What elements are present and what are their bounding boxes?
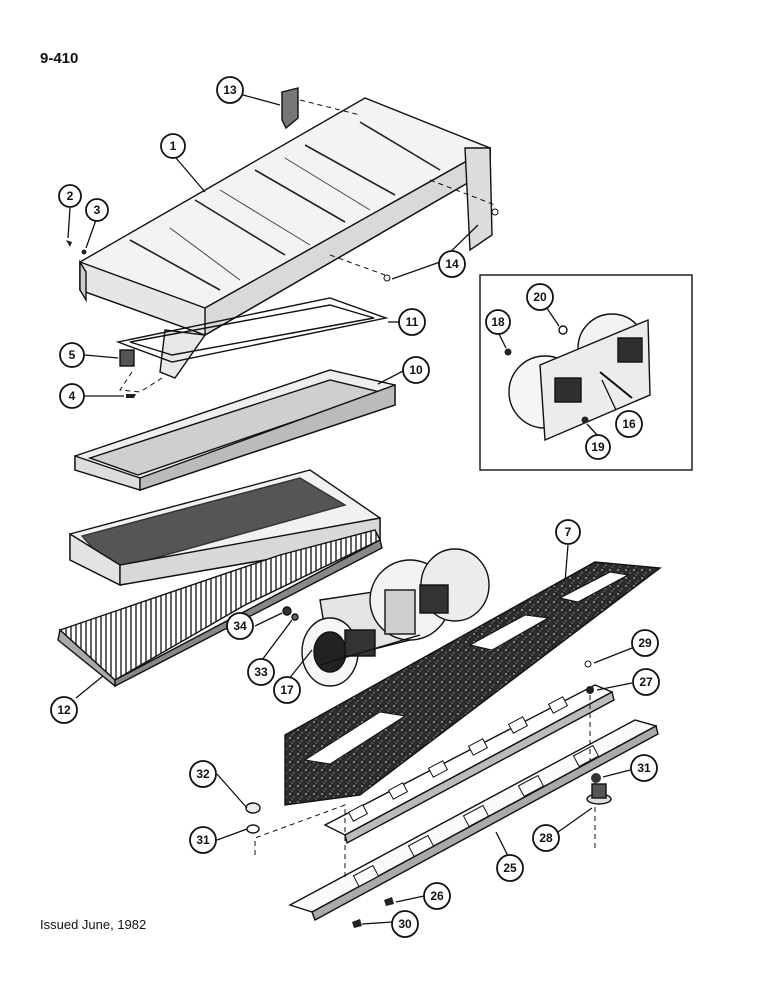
callout-3: 3 <box>85 198 109 222</box>
svg-text:30: 30 <box>398 917 412 931</box>
vent-rail-part-27 <box>323 684 615 845</box>
svg-text:13: 13 <box>223 83 237 97</box>
callout-18: 18 <box>485 309 511 335</box>
callout-30: 30 <box>391 910 419 938</box>
svg-text:11: 11 <box>406 315 419 329</box>
issue-date-note: Issued June, 1982 <box>40 917 147 932</box>
callout-29: 29 <box>631 629 659 657</box>
callout-27: 27 <box>632 668 660 696</box>
svg-text:25: 25 <box>503 861 517 875</box>
washer-part-29 <box>584 660 592 668</box>
washer-part-19 <box>581 416 589 424</box>
svg-text:33: 33 <box>254 665 268 679</box>
callout-25: 25 <box>496 854 524 882</box>
callout-12: 12 <box>50 696 78 724</box>
screw-part-4 <box>126 394 136 398</box>
nut-part-27 <box>586 686 594 694</box>
svg-text:34: 34 <box>233 619 247 633</box>
svg-text:16: 16 <box>622 417 636 431</box>
svg-text:29: 29 <box>638 636 652 650</box>
svg-text:32: 32 <box>196 767 210 781</box>
svg-text:27: 27 <box>639 675 653 689</box>
panel-part-7 <box>284 561 662 806</box>
callout-26: 26 <box>423 882 451 910</box>
nut-part-31-upper <box>591 773 601 783</box>
screw-part-26 <box>384 897 394 906</box>
grille-part-12 <box>57 529 383 688</box>
gasket-frame-part-11 <box>115 297 389 363</box>
callout-20: 20 <box>526 283 554 311</box>
svg-text:14: 14 <box>445 257 459 271</box>
blower-assembly-part-17 <box>301 548 490 687</box>
callout-7: 7 <box>555 519 581 545</box>
callout-32: 32 <box>189 760 217 788</box>
callout-34: 34 <box>226 612 254 640</box>
callout-28: 28 <box>532 824 560 852</box>
callout-1: 1 <box>160 133 186 159</box>
svg-text:12: 12 <box>57 703 71 717</box>
nut-part-18 <box>504 348 512 356</box>
svg-text:10: 10 <box>409 363 423 377</box>
svg-text:26: 26 <box>430 889 444 903</box>
callout-16: 16 <box>615 410 643 438</box>
screw-part-30 <box>352 919 362 928</box>
washer-part-31-lower <box>246 824 260 834</box>
bracket-part-13 <box>281 87 299 130</box>
svg-text:1: 1 <box>170 139 177 153</box>
svg-text:31: 31 <box>637 761 651 775</box>
callout-14: 14 <box>438 250 466 278</box>
svg-text:4: 4 <box>69 389 76 403</box>
callout-10: 10 <box>402 356 430 384</box>
louver-plate-part-25 <box>288 719 659 921</box>
filter-part-10 <box>74 369 396 491</box>
svg-text:28: 28 <box>539 831 553 845</box>
nut-part-20 <box>558 325 568 335</box>
housing-cover-part <box>79 97 493 379</box>
washer-part-3 <box>81 249 87 255</box>
svg-text:18: 18 <box>491 315 505 329</box>
svg-text:5: 5 <box>69 348 76 362</box>
svg-text:3: 3 <box>94 203 101 217</box>
nut-part-32 <box>245 802 261 814</box>
callout-2: 2 <box>58 184 82 208</box>
svg-text:7: 7 <box>565 525 572 539</box>
inset-blower-part-16 <box>508 313 651 442</box>
clip-part-5 <box>119 349 135 367</box>
callout-11: 11 <box>398 308 426 336</box>
svg-text:20: 20 <box>533 290 547 304</box>
callout-17: 17 <box>273 676 301 704</box>
callout-5: 5 <box>59 342 85 368</box>
washer-part-33 <box>291 613 299 621</box>
callout-19: 19 <box>585 434 611 460</box>
callout-4: 4 <box>59 383 85 409</box>
page-number: 9-410 <box>40 50 79 67</box>
callout-31-right: 31 <box>630 754 658 782</box>
callout-31-left: 31 <box>189 826 217 854</box>
callout-33: 33 <box>247 658 275 686</box>
svg-text:31: 31 <box>196 833 210 847</box>
svg-text:2: 2 <box>67 189 74 203</box>
svg-text:17: 17 <box>280 683 294 697</box>
svg-text:19: 19 <box>591 440 605 454</box>
nut-part-34 <box>282 606 292 616</box>
callout-13: 13 <box>216 76 244 104</box>
screw-part-2 <box>66 240 72 247</box>
